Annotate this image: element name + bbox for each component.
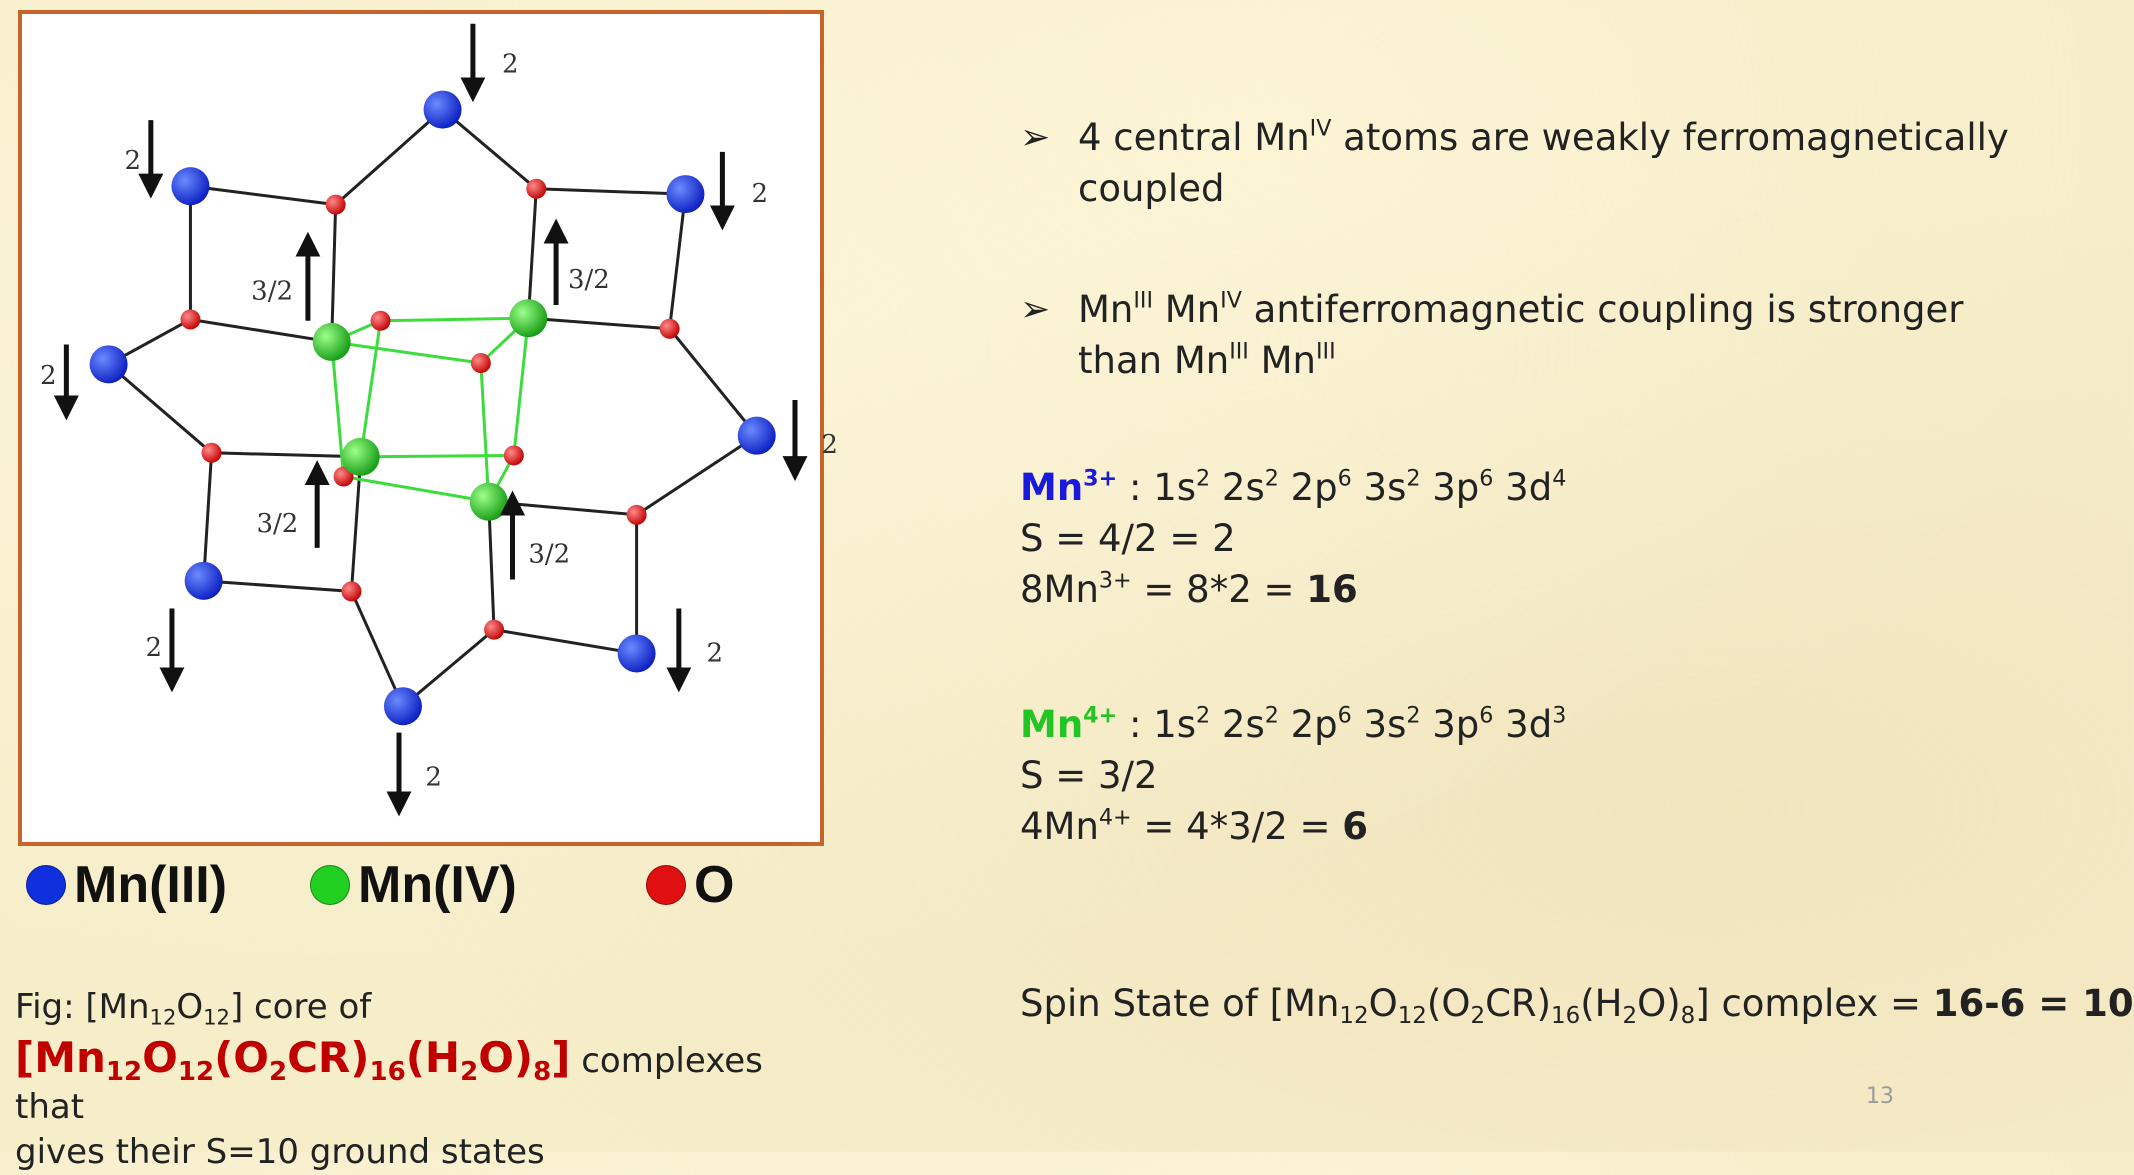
- mn4-total-line: 4Mn4+ = 4*3/2 = 6: [1020, 804, 1369, 848]
- spin-state-summary: Spin State of [Mn12O12(O2CR)16(H2O)8] co…: [1020, 982, 2134, 1029]
- bond-line: [350, 590, 405, 707]
- mn12-core-figure: 2 2 2 2 2 2 2 2 3/2 3/2 3/2 3/2: [18, 10, 838, 846]
- spin-value-label: 2: [124, 146, 141, 176]
- caption-line-3: gives their S=10 ground states: [15, 1132, 545, 1173]
- bond-line: [211, 451, 361, 459]
- spin-value-label: 2: [707, 638, 724, 668]
- spin-value-label: 3/2: [256, 509, 298, 539]
- bond-line: [668, 193, 687, 329]
- mn12-structure-diagram: 2 2 2 2 2 2 2 2 3/2 3/2 3/2 3/2: [40, 23, 838, 817]
- legend-label-oxygen: O: [694, 856, 735, 914]
- oxygen-atom: [526, 178, 547, 199]
- mn4-atom: [341, 437, 380, 476]
- spin-value-label: 2: [821, 430, 838, 460]
- cubane-bond-line: [512, 318, 530, 456]
- caption-line-2: [Mn12O12(O2CR)16(H2O)8] complexes that: [15, 1032, 763, 1128]
- bullet-antiferromagnetic: ➢ MnIII MnIV antiferromagnetic coupling …: [1020, 284, 2028, 386]
- spin-value-label: 2: [40, 361, 57, 391]
- spin-value-label: 3/2: [251, 277, 293, 307]
- legend-oxygen: O: [646, 855, 734, 915]
- mn4-config-line: Mn4+ : 1s2 2s2 2p6 3s2 3p6 3d3: [1020, 702, 1567, 746]
- legend-label-mn3: Mn(III): [74, 856, 228, 914]
- mn3-total-line: 8Mn3+ = 8*2 = 16: [1020, 567, 1358, 611]
- bond-line: [668, 327, 758, 437]
- mn4-spin-line: S = 3/2: [1020, 754, 1158, 797]
- bond-line: [202, 452, 214, 581]
- red-sphere-icon: [646, 865, 686, 905]
- mn4-atom: [312, 322, 351, 361]
- bond-line: [401, 628, 496, 708]
- arrow-bullet-icon: ➢: [1020, 117, 1051, 158]
- oxygen-atom: [484, 619, 505, 640]
- bond-line: [203, 579, 352, 593]
- oxygen-atom: [659, 318, 680, 339]
- bond-line: [493, 628, 637, 655]
- spin-value-label: 2: [751, 179, 768, 209]
- bond-line: [526, 188, 538, 319]
- bond-line: [487, 501, 496, 630]
- bullet-ferromagnetic: ➢ 4 central MnIV atoms are weakly ferrom…: [1020, 112, 2028, 214]
- blue-sphere-icon: [26, 865, 66, 905]
- oxygen-atom: [341, 581, 362, 602]
- legend-mn4: Mn(IV): [310, 855, 517, 915]
- bond-line: [190, 184, 336, 207]
- cubane-bond-line: [359, 320, 383, 457]
- figure-caption: Fig: [Mn12O12] core of [Mn12O12(O2CR)16(…: [15, 985, 835, 1175]
- spin-value-label: 2: [146, 633, 163, 663]
- oxygen-atom: [370, 310, 391, 331]
- spin-value-label: 3/2: [568, 265, 610, 295]
- mn3-atom: [89, 345, 128, 384]
- bond-line: [330, 204, 338, 342]
- bond-line: [107, 363, 213, 454]
- oxygen-atom: [325, 194, 346, 215]
- bond-line: [635, 434, 758, 517]
- mn3-atom: [171, 167, 210, 206]
- spin-state-result: 16-6 = 10: [1932, 982, 2134, 1025]
- oxygen-atom: [333, 466, 354, 487]
- mn4-atom: [469, 482, 508, 521]
- caption-line-1: Fig: [Mn12O12] core of: [15, 987, 372, 1030]
- cubane-bond-line: [343, 475, 490, 504]
- mn3-atom: [423, 90, 462, 129]
- mn3-atom: [184, 561, 223, 600]
- page-number: 13: [1866, 1084, 1894, 1109]
- oxygen-atom: [470, 353, 491, 374]
- bond-line: [536, 187, 686, 196]
- bullet-text-2: MnIII MnIV antiferromagnetic coupling is…: [1078, 287, 1964, 382]
- bond-line: [190, 317, 332, 344]
- mn3-config-line: Mn3+ : 1s2 2s2 2p6 3s2 3p6 3d4: [1020, 465, 1567, 509]
- oxygen-atom: [180, 309, 201, 330]
- mn3-configuration: Mn3+ : 1s2 2s2 2p6 3s2 3p6 3d4 S = 4/2 =…: [1020, 462, 1566, 615]
- mn3-atom: [666, 175, 705, 214]
- legend-label-mn4: Mn(IV): [358, 856, 517, 914]
- complex-formula: [Mn12O12(O2CR)16(H2O)8]: [15, 1032, 571, 1087]
- cubane-bond-line: [331, 340, 482, 365]
- cubane-bond-line: [330, 341, 346, 477]
- mn3-atom: [617, 634, 656, 673]
- mn3-atom: [737, 416, 776, 455]
- bond-line: [441, 108, 538, 190]
- cubane-bond-line: [360, 453, 514, 459]
- cubane-bond-line: [479, 362, 491, 502]
- oxygen-atom: [626, 504, 647, 525]
- bond-line: [334, 108, 444, 206]
- spin-value-label: 2: [502, 50, 519, 80]
- mn4-atom: [509, 299, 548, 338]
- spin-value-label: 2: [425, 762, 442, 792]
- arrow-bullet-icon: ➢: [1020, 289, 1051, 330]
- oxygen-atom: [201, 442, 222, 463]
- legend-mn3: Mn(III): [26, 855, 227, 915]
- bond-line: [528, 316, 670, 331]
- green-sphere-icon: [310, 865, 350, 905]
- mn3-atom: [383, 687, 422, 726]
- cubane-bond-line: [380, 316, 529, 323]
- mn4-configuration: Mn4+ : 1s2 2s2 2p6 3s2 3p6 3d3 S = 3/2 4…: [1020, 699, 1566, 852]
- spin-value-label: 3/2: [528, 539, 570, 569]
- oxygen-atom: [503, 445, 524, 466]
- bullet-text-1: 4 central MnIV atoms are weakly ferromag…: [1078, 115, 2009, 210]
- mn3-spin-line: S = 4/2 = 2: [1020, 517, 1236, 560]
